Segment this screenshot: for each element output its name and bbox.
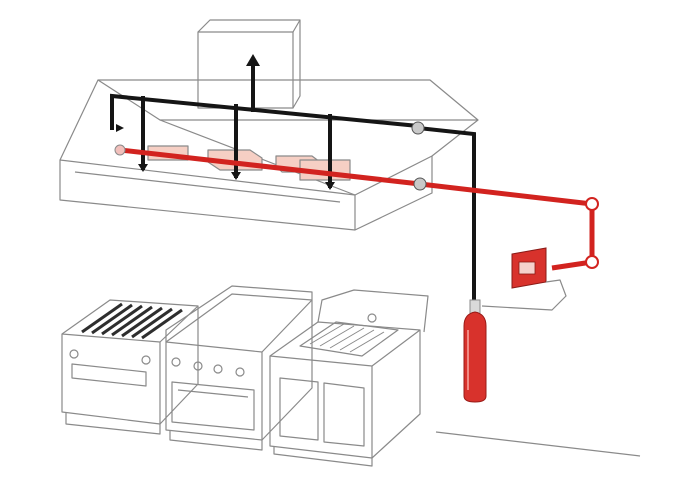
fryer-cabinet [269,289,429,467]
agent-cylinder [463,299,487,403]
floor-line [435,431,641,457]
exhaust-duct [197,19,301,109]
griddle-oven [165,285,313,451]
charbroiler [61,299,199,435]
detection-line [114,121,599,271]
kitchen-hood [59,79,479,231]
control-panel [481,247,567,311]
